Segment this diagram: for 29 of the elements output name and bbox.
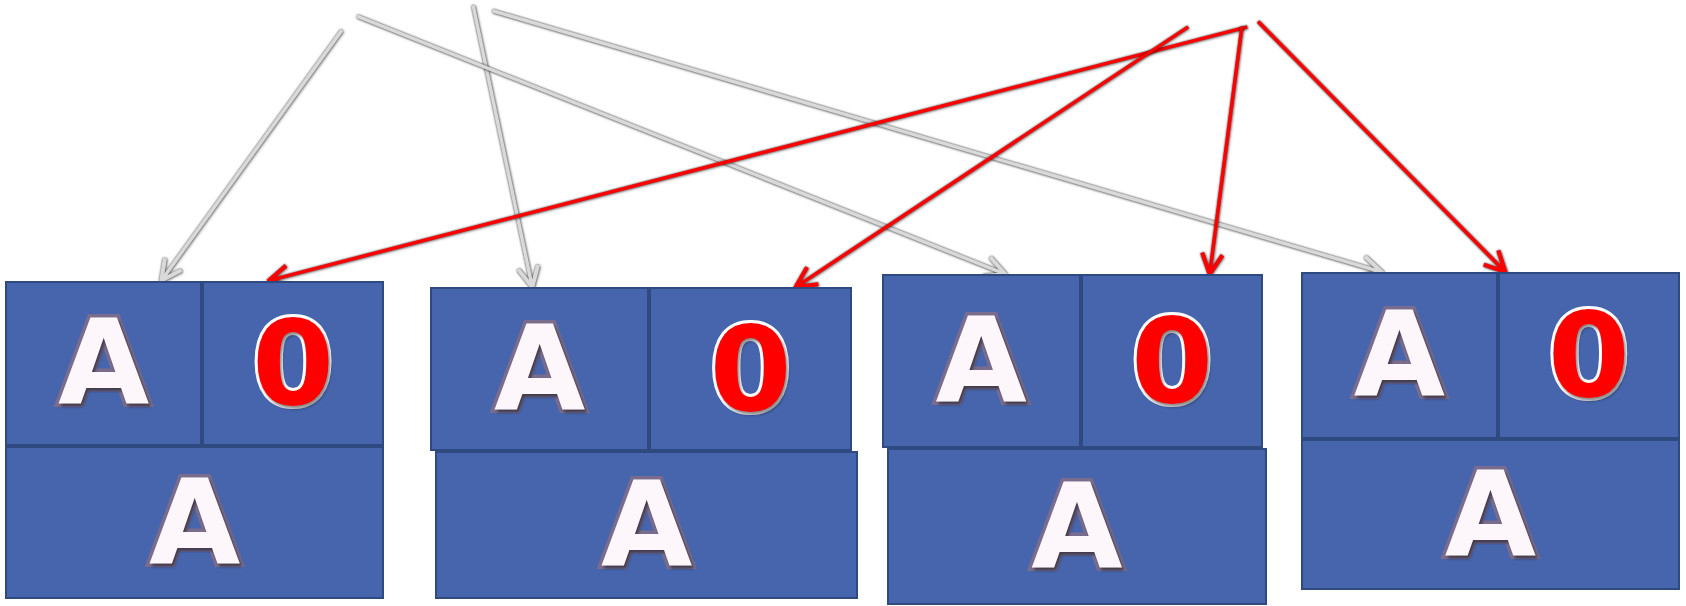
cell-box [5,446,384,599]
digit-label: 0 [1547,296,1630,415]
cell-box [435,450,859,599]
letter-label: A [601,465,693,584]
letter-label: A [1444,455,1536,574]
letter-label: A [935,302,1027,421]
cell-box [1301,272,1498,439]
arrow [1256,20,1508,275]
cell-box [1080,274,1264,449]
letter-label: A [1353,296,1446,415]
arrow [1200,26,1244,277]
arrow [159,29,344,283]
cell-box [649,287,852,451]
arrow [471,5,541,290]
cell-box [1497,272,1680,439]
digit-label: 0 [251,304,335,423]
cell-box [887,448,1267,606]
letter-label: A [58,304,150,423]
letter-label: A [1031,467,1123,586]
cell-box [881,274,1081,449]
cell-box [5,280,203,447]
letter-label: A [494,309,586,428]
digit-label: 0 [1130,302,1214,421]
cell-box [202,280,384,447]
cell-box [430,287,650,451]
cell-box [1301,438,1680,591]
letter-label: A [148,463,241,582]
arrow [793,25,1190,290]
digit-label: 0 [709,309,792,428]
